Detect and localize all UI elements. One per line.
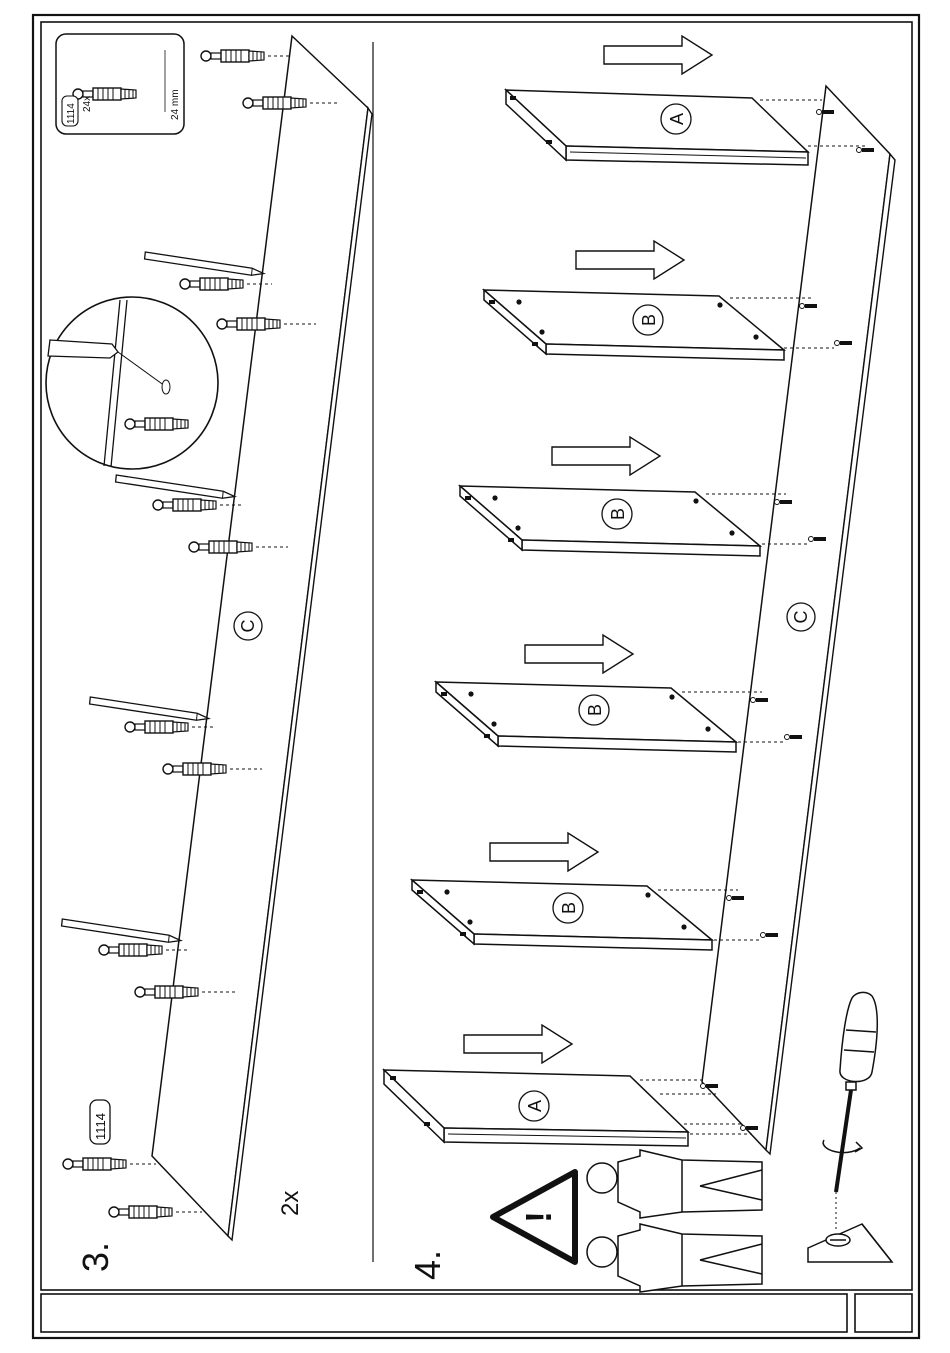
side-panel-c-step3: C <box>152 36 372 1240</box>
shelf-b-4-label: B <box>559 902 579 914</box>
bottom-shelf-label: A <box>525 1100 545 1112</box>
shelf-b-1-label: B <box>639 314 659 326</box>
shelf-b-3-label: B <box>585 704 605 716</box>
screwdriver-icon <box>808 992 892 1262</box>
panel-c-label: C <box>238 620 258 633</box>
warning-triangle-icon: ! <box>493 1172 575 1262</box>
side-panel-label: C <box>791 611 811 624</box>
person-icon <box>587 1224 762 1292</box>
fitting-length: 24 mm <box>170 89 181 120</box>
warning-mark: ! <box>518 1211 559 1223</box>
magnified-detail <box>46 297 218 469</box>
step-4: 4. C A <box>384 36 895 1292</box>
part-tag-label: 1114 <box>93 1113 108 1140</box>
fitting-id: 1114 <box>66 103 77 124</box>
step-3-number: 3. <box>75 1242 116 1272</box>
fitting-info-box: 1114 24x 24 mm <box>56 34 184 134</box>
step-3: 3. 1114 24x 24 mm C <box>46 34 372 1272</box>
page-number-box <box>855 1294 912 1332</box>
multiplier-label: 2x <box>277 1191 304 1216</box>
shelf-b-2-label: B <box>608 508 628 520</box>
top-shelf-label: A <box>667 113 687 125</box>
step-4-number: 4. <box>407 1250 448 1280</box>
person-icon <box>587 1150 762 1218</box>
footer-bar <box>41 1294 847 1332</box>
two-person-icon <box>587 1150 762 1292</box>
fitting-quantity: 24x <box>82 96 93 112</box>
